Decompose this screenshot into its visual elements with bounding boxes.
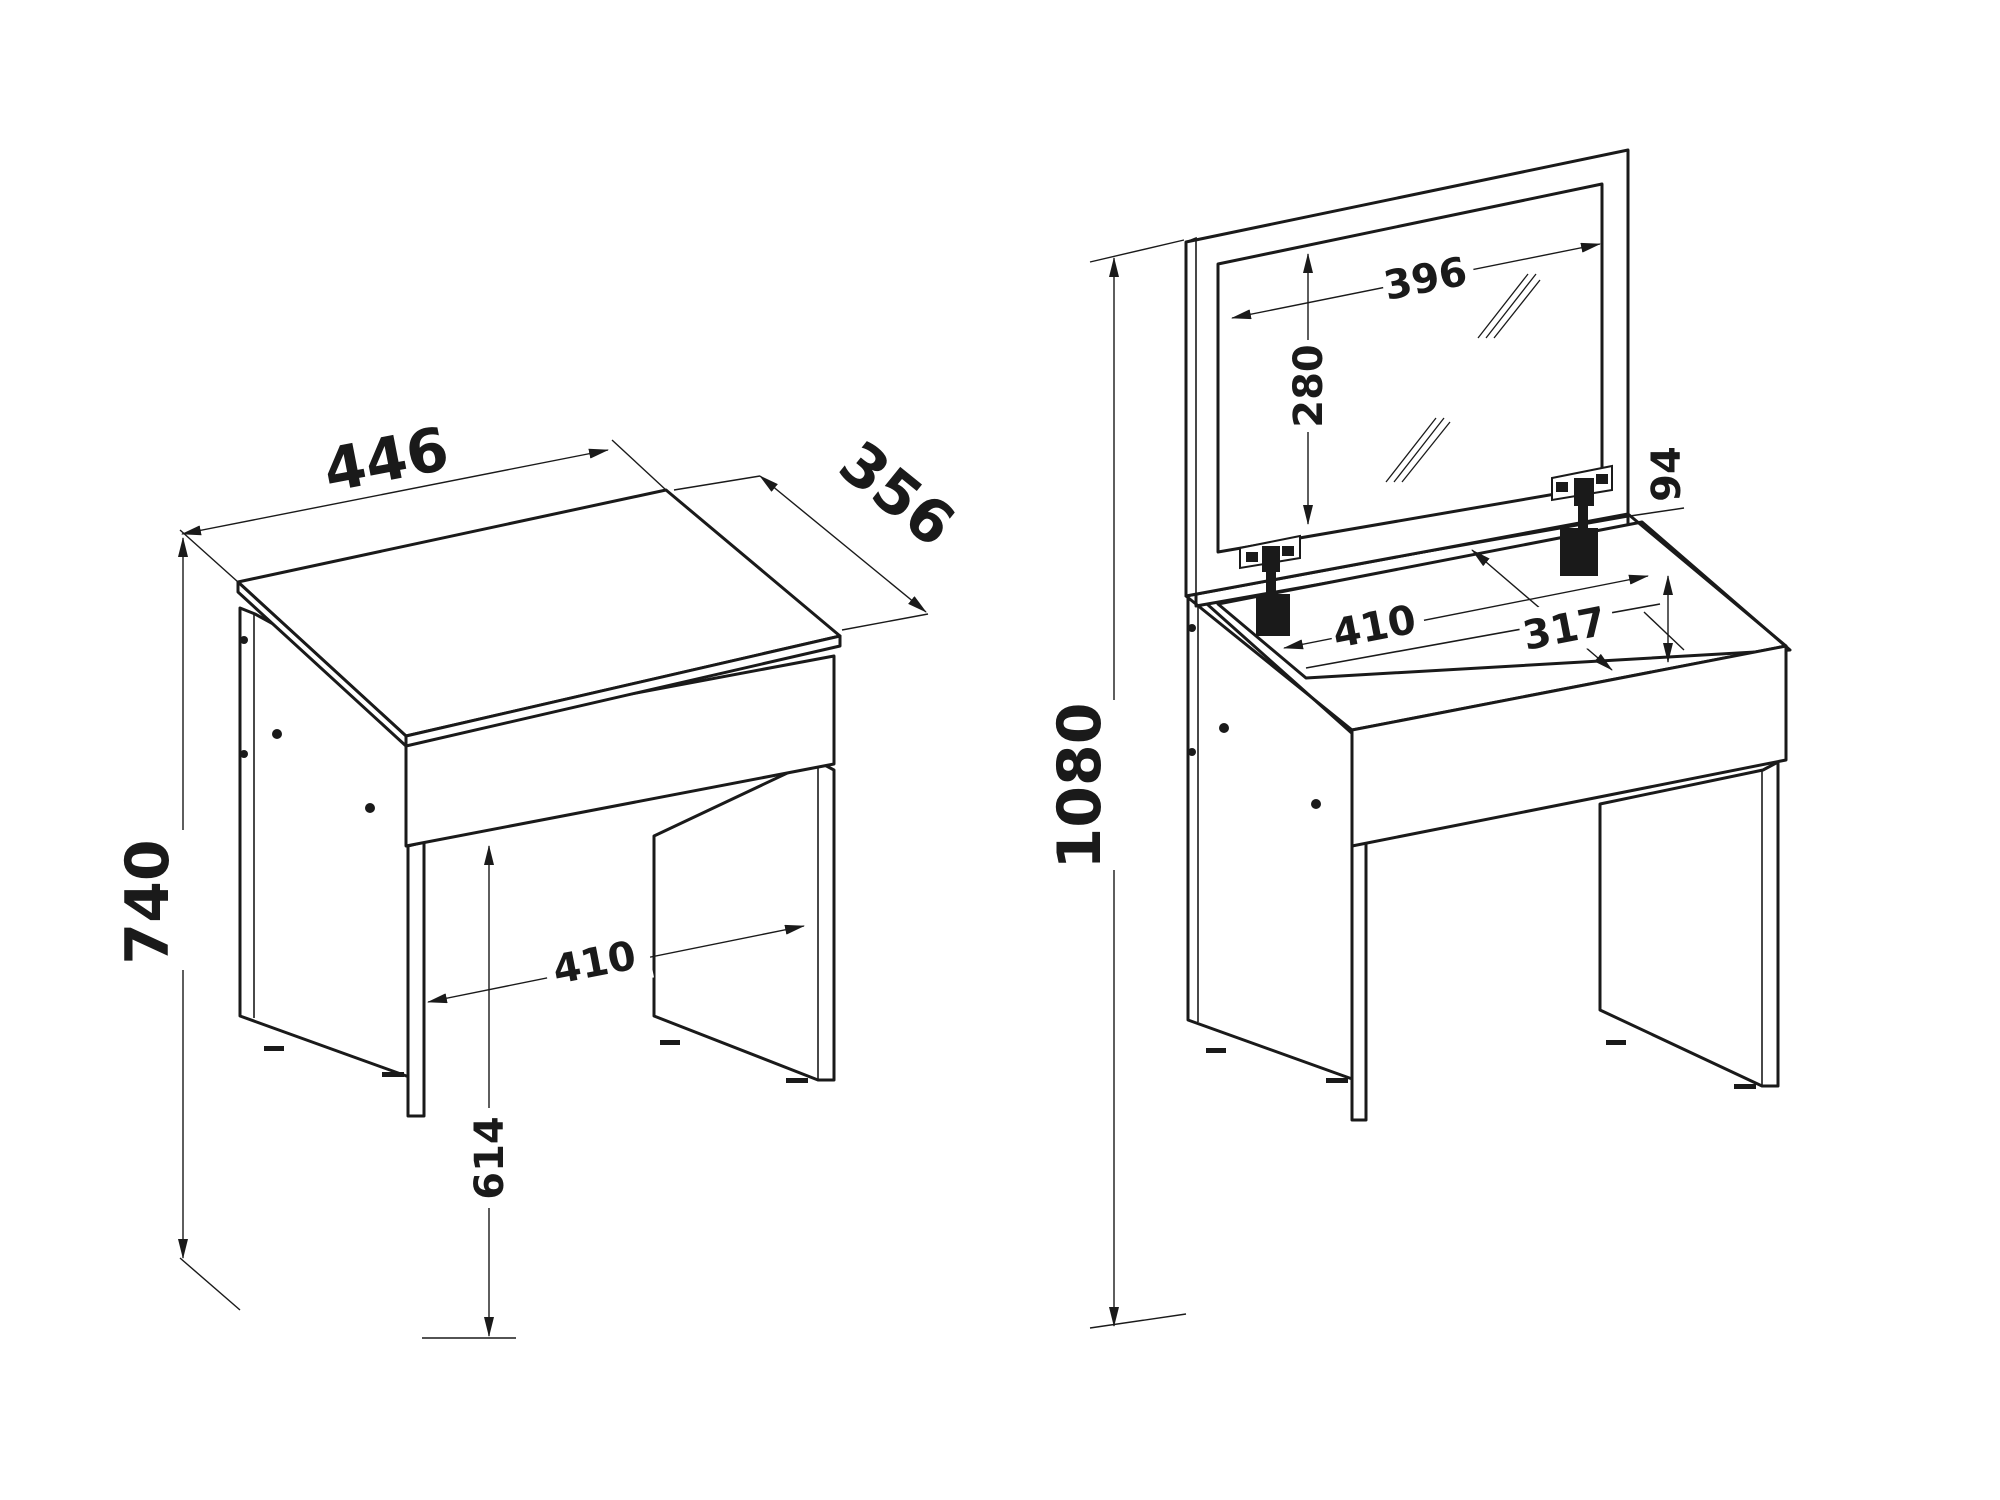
- closed-knee-height-dimension: 614: [466, 845, 514, 1337]
- closed-leg-gap-dimension: 410: [427, 924, 805, 1004]
- width-label: 446: [318, 414, 454, 507]
- open-vanity-table: [1089, 148, 1792, 1329]
- compartment-length-dimension: 317: [1471, 549, 1618, 671]
- height-label: 740: [113, 839, 183, 964]
- right-leg-panel: [1598, 760, 1780, 1088]
- mirror-height-dimension: 280: [1284, 253, 1332, 525]
- screw-hole: [1188, 748, 1196, 756]
- mirror-height-label: 280: [1286, 344, 1332, 428]
- depth-label: 356: [826, 428, 967, 561]
- front-leg: [1350, 840, 1368, 1122]
- screw-hole: [240, 750, 248, 758]
- left-hinge: [1239, 534, 1301, 636]
- mirror-width-dimension: 396: [1231, 242, 1601, 320]
- screw-hole: [365, 803, 375, 813]
- screw-hole: [272, 729, 282, 739]
- overall-height-label: 1080: [1045, 703, 1115, 870]
- screw-hole: [240, 636, 248, 644]
- apron-front: [1350, 644, 1788, 848]
- overall-height-dimension: 1080: [1045, 257, 1124, 1327]
- closed-depth-dimension: 356: [759, 428, 967, 613]
- compartment-depth-dimension: 94: [1644, 446, 1690, 663]
- knee-height-label: 614: [467, 1116, 513, 1200]
- closed-height-dimension: 740: [113, 537, 190, 1259]
- table-top-front-edge: [404, 634, 842, 748]
- screw-hole: [1188, 624, 1196, 632]
- front-leg: [406, 840, 426, 1118]
- compartment-depth-label: 94: [1644, 446, 1690, 502]
- screw-hole: [1219, 723, 1229, 733]
- apron-front: [404, 654, 836, 848]
- screw-hole: [1311, 799, 1321, 809]
- closed-vanity-table: [179, 439, 929, 1339]
- leg-gap-label: 410: [549, 933, 640, 994]
- right-leg-panel: [652, 758, 836, 1082]
- mirror-lid-edge: [1185, 236, 1197, 597]
